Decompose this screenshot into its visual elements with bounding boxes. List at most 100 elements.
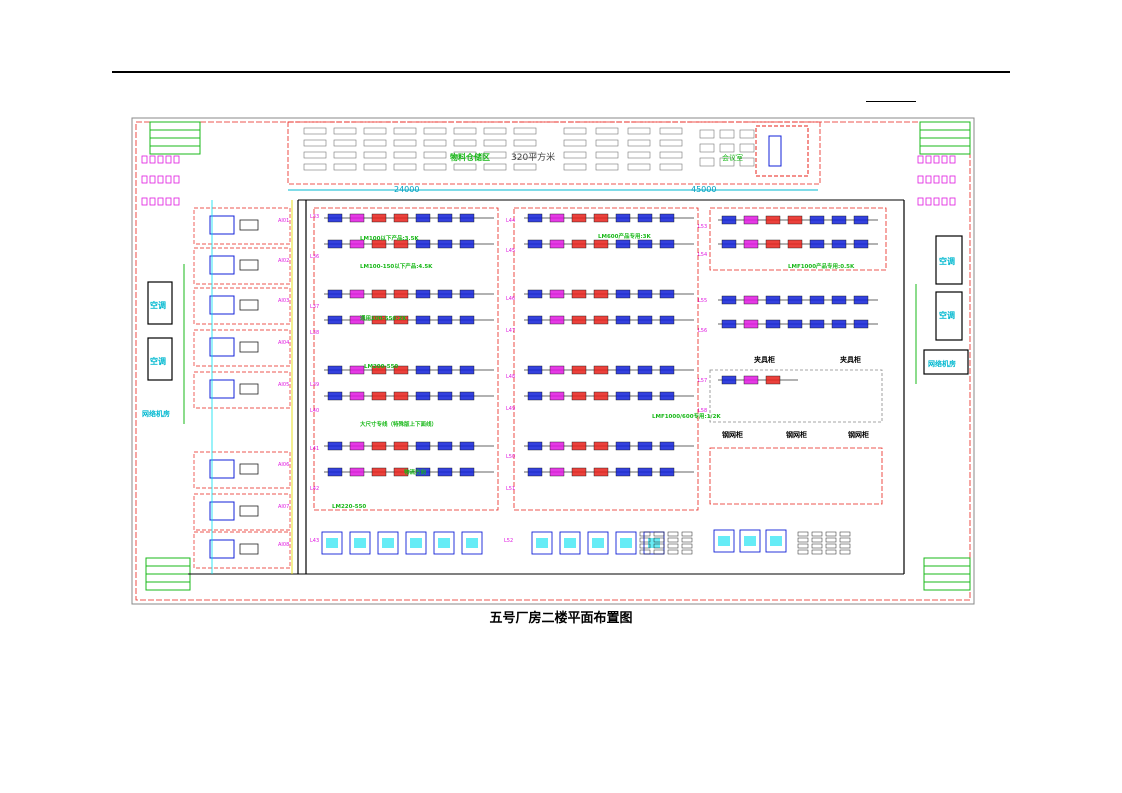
smt-machine <box>459 315 475 325</box>
smt-machine <box>437 365 453 375</box>
work-bench <box>797 549 809 555</box>
smt-machine <box>809 215 825 225</box>
smt-machine <box>527 467 543 477</box>
meeting-label: 会议室 <box>722 153 743 162</box>
smt-machine <box>831 319 847 329</box>
office-desk <box>627 151 651 159</box>
office-desk <box>483 151 507 159</box>
smt-machine <box>787 239 803 249</box>
toilet-stall <box>149 175 156 184</box>
smt-machine <box>853 319 869 329</box>
test-station-core <box>620 538 632 548</box>
smt-machine <box>853 295 869 305</box>
smt-machine <box>393 239 409 249</box>
smt-machine <box>527 441 543 451</box>
smt-machine <box>349 213 365 223</box>
aoi-bench <box>239 383 259 395</box>
fixture-rack-2: 夹具柜 <box>840 355 861 364</box>
line-label: L54 <box>698 252 707 258</box>
aoi-label: AI08 <box>278 542 289 548</box>
line-label: L55 <box>698 298 707 304</box>
aoi-room <box>193 451 291 489</box>
aoi-label: AI03 <box>278 298 289 304</box>
line-label: L36 <box>310 254 319 260</box>
office-desk <box>363 139 387 147</box>
smt-machine <box>637 213 653 223</box>
toilet-stall <box>165 155 172 164</box>
smt-machine <box>571 213 587 223</box>
test-station <box>433 531 455 555</box>
smt-machine <box>371 289 387 299</box>
work-bench <box>839 537 851 543</box>
test-station-core <box>592 538 604 548</box>
toilet-stall <box>917 197 924 206</box>
office-desk <box>333 163 357 171</box>
work-bench <box>639 537 651 543</box>
smt-machine <box>527 391 543 401</box>
smt-machine <box>659 315 675 325</box>
smt-machine <box>831 215 847 225</box>
office-desk <box>393 163 417 171</box>
smt-machine <box>415 391 431 401</box>
smt-machine <box>853 239 869 249</box>
work-bench <box>811 531 823 537</box>
aoi-room <box>193 371 291 409</box>
toilet-stall <box>173 197 180 206</box>
office-desk <box>333 151 357 159</box>
office-desk <box>423 151 447 159</box>
building-inner-wall <box>135 121 971 601</box>
smt-machine <box>659 441 675 451</box>
smt-machine <box>637 365 653 375</box>
work-bench <box>681 549 693 555</box>
smt-machine <box>809 319 825 329</box>
zone-notes: LM100以下产品:3.5KLM100-150以下产品:4.5KLM600产品专… <box>332 232 855 510</box>
smt-machine <box>659 239 675 249</box>
office-desk <box>303 139 327 147</box>
aoi-machine <box>209 379 235 399</box>
smt-machine <box>593 315 609 325</box>
toilet-stall <box>165 175 172 184</box>
office-desk <box>513 139 537 147</box>
zone-right <box>709 207 887 271</box>
office-desk <box>739 157 755 167</box>
work-bench <box>653 549 665 555</box>
test-station <box>765 529 787 553</box>
smt-machine <box>571 365 587 375</box>
test-station-core <box>466 538 478 548</box>
work-bench <box>653 543 665 549</box>
office-desk <box>563 139 587 147</box>
office-desk <box>699 129 715 139</box>
page-title: 五号厂房二楼平面布置图 <box>489 611 633 626</box>
work-bench <box>667 549 679 555</box>
office-desk <box>423 127 447 135</box>
test-station <box>559 531 581 555</box>
smt-lines <box>324 213 878 477</box>
floor-plan: 物料仓储区 320平方米 会议室 24000 45000 空调 空调 空调 空调… <box>131 117 975 605</box>
office-desk <box>719 129 735 139</box>
office-desk <box>739 143 755 153</box>
stair-bottom-left <box>145 557 191 591</box>
smt-machine <box>659 289 675 299</box>
toilet-stall <box>149 155 156 164</box>
ac-room-right-1 <box>935 235 963 285</box>
smt-machine <box>571 467 587 477</box>
aoi-column <box>193 207 291 569</box>
smt-machine <box>659 213 675 223</box>
line-label: L46 <box>506 296 515 302</box>
aoi-machine <box>209 295 235 315</box>
zone-left <box>313 207 499 511</box>
zone-middle <box>513 207 699 511</box>
test-station <box>531 531 553 555</box>
office-desk <box>659 127 683 135</box>
smt-machine <box>415 289 431 299</box>
aoi-machine <box>209 459 235 479</box>
smt-machine <box>549 315 565 325</box>
toilet-stall <box>933 175 940 184</box>
smt-machine <box>349 441 365 451</box>
ac-label-right-1: 空调 <box>939 256 955 266</box>
smt-machine <box>721 295 737 305</box>
line-label: L39 <box>310 382 319 388</box>
office-desk <box>563 151 587 159</box>
office-desk <box>483 139 507 147</box>
line-labels: L33L36L37L38L39L40L41L42L43L44L45L46L47L… <box>310 214 707 544</box>
